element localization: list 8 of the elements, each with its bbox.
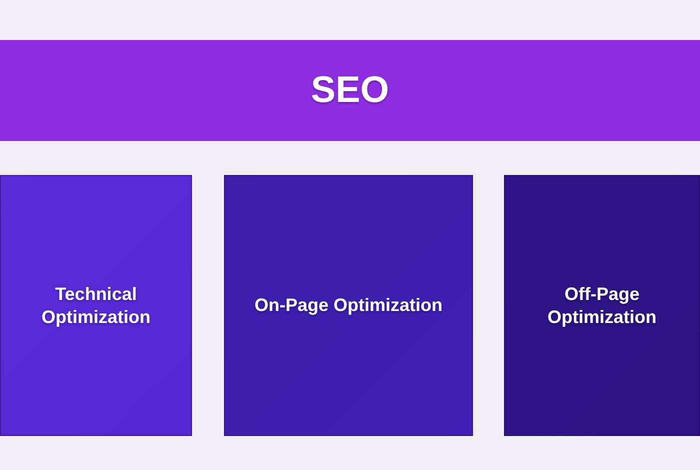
category-card: [504, 175, 700, 436]
category-card: [224, 175, 473, 436]
category-card: [0, 175, 192, 436]
title-banner: [0, 40, 700, 141]
card-title: Off-Page Optimization: [546, 283, 658, 328]
title-text: SEO: [310, 68, 390, 112]
card-title: On-Page Optimization: [254, 294, 442, 317]
card-title: Technical Optimization: [40, 283, 152, 328]
